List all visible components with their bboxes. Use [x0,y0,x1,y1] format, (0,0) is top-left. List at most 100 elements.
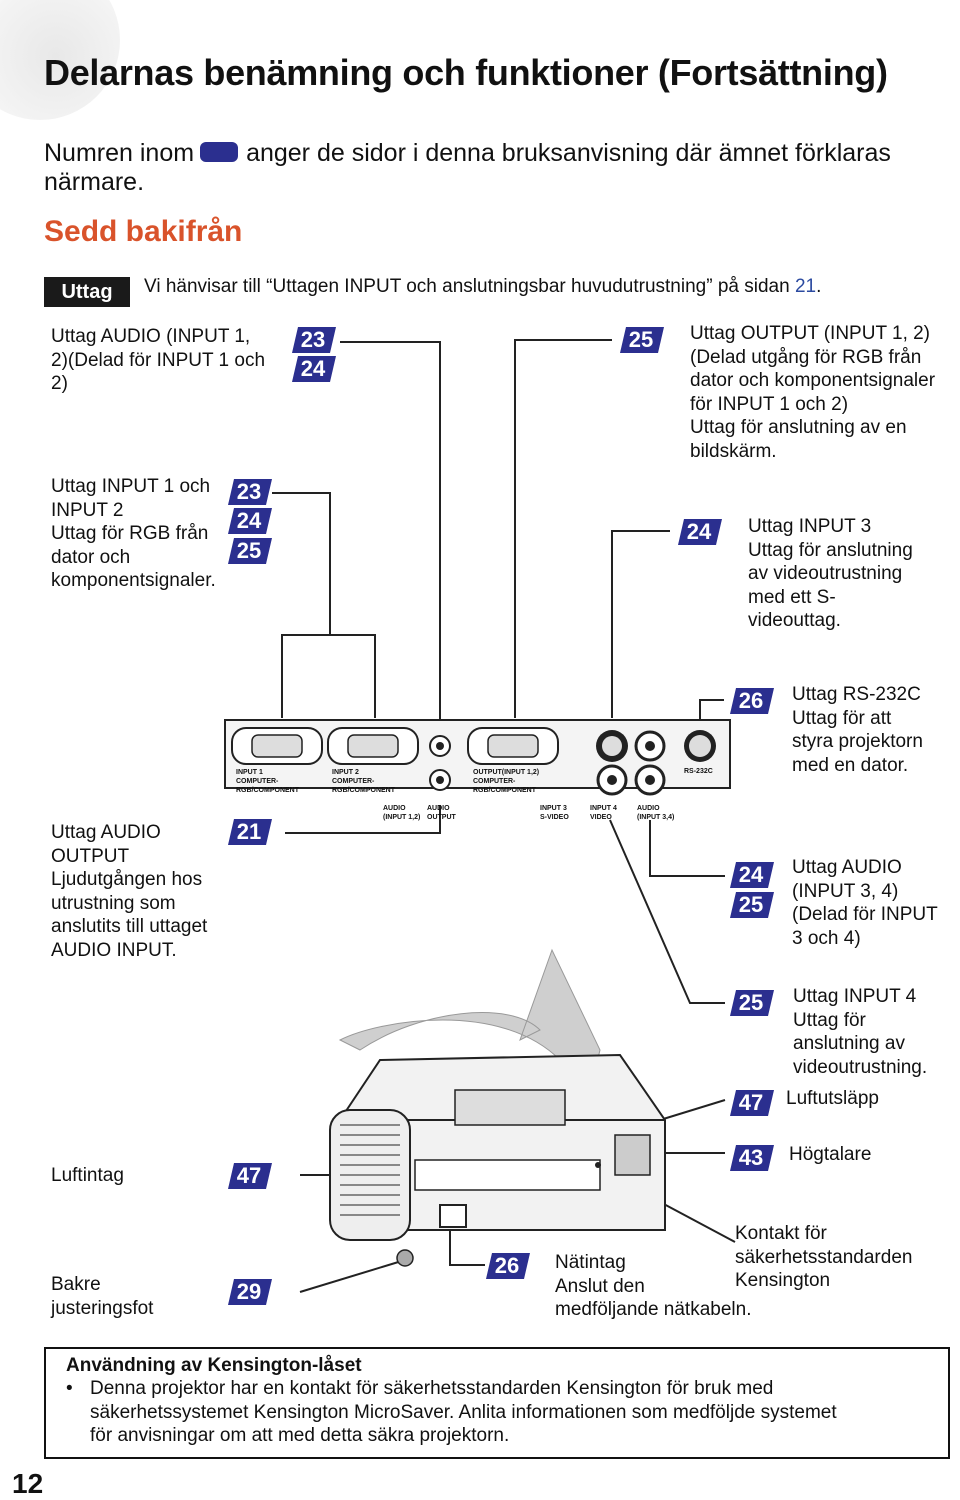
power-line1: Nätintag [555,1252,626,1273]
panel-in2: INPUT 2 [332,769,359,776]
foot-line2: justeringsfot [51,1297,154,1319]
output-line3: dator och komponentsignaler [690,370,936,391]
badge-audio34-2-num: 25 [738,892,764,917]
panel-in3-2: S-VIDEO [540,814,569,821]
rs232-line3: styra projektorn [792,731,923,752]
kensington-line1: Kontakt för [735,1223,827,1244]
panel-audio-in-2: (INPUT 1,2) [383,814,421,821]
badge-input12-3-num: 25 [236,538,262,563]
badge-audio12-2: 24 [292,356,336,382]
power-line2: Anslut den [555,1275,645,1297]
rs232-line4: med en dator. [792,754,909,776]
label-input12: Uttag INPUT 1 och INPUT 2 Uttag för RGB … [51,475,216,593]
input12-line5: komponentsignaler. [51,570,216,591]
badge-input12-2-num: 24 [236,508,262,533]
panel-label-input2: INPUT 2 COMPUTER-RGB/COMPONENT [332,768,422,795]
intro-before: Numren inom [44,139,195,167]
panel-in2-sub: COMPUTER-RGB/COMPONENT [332,778,395,794]
kensington-line2: säkerhetsstandarden [735,1246,913,1268]
label-audio-input12: Uttag AUDIO (INPUT 1, 2)(Delad för INPUT… [51,325,265,396]
projector-drawing [329,1053,666,1267]
panel-in4-1: INPUT 4 [590,805,617,812]
audio12-line2: 2)(Delad för INPUT 1 och [51,349,266,371]
uttag-tag: Uttag [44,277,130,307]
input4-line1: Uttag INPUT 4 [793,986,917,1007]
audio34-line4: 3 och 4) [792,927,861,949]
section-title: Sedd bakifrån [44,215,243,248]
badge-rs232: 26 [730,688,774,714]
page-title: Delarnas benämning och funktioner (Forts… [44,52,888,93]
input12-line2: INPUT 2 [51,499,124,521]
badge-audio12-1: 23 [292,327,336,353]
label-speaker: Högtalare [789,1144,872,1165]
note-line3: för anvisningar om att med detta säkra p… [90,1425,510,1446]
panel-audio-in-1: AUDIO [383,805,406,812]
badge-input3: 24 [678,519,722,545]
input4-line3: anslutning av [793,1033,905,1054]
label-input4: Uttag INPUT 4 Uttag för anslutning av vi… [793,985,927,1079]
badge-input12-3: 25 [228,538,272,564]
reference-body: Vi hänvisar till “Uttagen INPUT och ansl… [144,276,790,297]
panel-label-audio-in: AUDIO (INPUT 1,2) [383,804,420,822]
badge-power: 26 [486,1253,530,1279]
input12-line4: dator och [51,546,131,568]
audio-out-line6: AUDIO INPUT. [51,939,177,961]
connector-panel [224,719,731,796]
reference-page: 21 [794,276,817,297]
label-exhaust: Luftutsläpp [786,1088,879,1109]
kensington-note-box: Användning av Kensington-låset • Denna p… [44,1347,950,1459]
input12-line3: Uttag för RGB från [51,523,209,544]
badge-input4-num: 25 [738,990,764,1015]
label-intake: Luftintag [51,1165,124,1186]
label-power: Nätintag Anslut den medföljande nätkabel… [555,1251,751,1322]
badge-exhaust-num: 47 [738,1090,764,1115]
label-output: Uttag OUTPUT (INPUT 1, 2) (Delad utgång … [690,322,935,463]
panel-out: OUTPUT(INPUT 1,2) [473,769,540,776]
input3-line2: Uttag för anslutning [748,539,913,561]
badge-audio34-1: 24 [730,862,774,888]
label-kensington: Kontakt för säkerhetsstandarden Kensingt… [735,1222,912,1293]
audio34-line3: (Delad för INPUT [792,904,938,925]
panel-audio-out-1: AUDIO [427,805,450,812]
output-line5: Uttag för anslutning av en [690,417,907,438]
input4-line2: Uttag för [793,1009,866,1031]
note-bullet: • [66,1378,73,1399]
note-line2: säkerhetssystemet Kensington MicroSaver.… [90,1401,837,1423]
reference-end: . [816,276,822,297]
panel-in1-sub: COMPUTER-RGB/COMPONENT [236,778,299,794]
label-audio34: Uttag AUDIO (INPUT 3, 4) (Delad för INPU… [792,856,938,950]
badge-input12-1: 23 [228,479,272,505]
badge-audio-out: 21 [228,819,272,845]
badge-foot: 29 [228,1279,272,1305]
panel-label-rs232: RS-232C [684,768,713,775]
page-ref-symbol-icon [200,142,239,163]
badge-audio12-1-num: 23 [300,327,326,352]
badge-power-num: 26 [494,1253,520,1278]
output-line4: för INPUT 1 och 2) [690,393,849,415]
badge-audio34-1-num: 24 [738,862,764,887]
panel-in1: INPUT 1 [236,769,263,776]
badge-speaker: 43 [730,1145,774,1171]
kensington-line3: Kensington [735,1270,831,1291]
badge-input4: 25 [730,990,774,1016]
panel-out-sub: COMPUTER-RGB/COMPONENT [473,778,536,794]
input12-line1: Uttag INPUT 1 och [51,476,211,497]
audio-out-line4: utrustning som [51,892,176,914]
badge-rs232-num: 26 [738,688,764,713]
input3-line5: videouttag. [748,610,841,631]
audio-out-line1: Uttag AUDIO [51,822,161,843]
panel-audio34-2: (INPUT 3,4) [637,814,675,821]
audio-out-line5: anslutits till uttaget [51,916,208,937]
audio12-line1: Uttag AUDIO (INPUT 1, [51,326,251,347]
panel-label-output: OUTPUT(INPUT 1,2) COMPUTER-RGB/COMPONENT [473,768,573,795]
panel-label-audio34: AUDIO(INPUT 3,4) [637,804,674,822]
rs232-line1: Uttag RS-232C [792,684,921,705]
note-title: Användning av Kensington-låset [66,1355,362,1376]
page-number: 12 [12,1468,44,1499]
badge-output-num: 25 [628,327,654,352]
audio34-line2: (INPUT 3, 4) [792,880,899,902]
